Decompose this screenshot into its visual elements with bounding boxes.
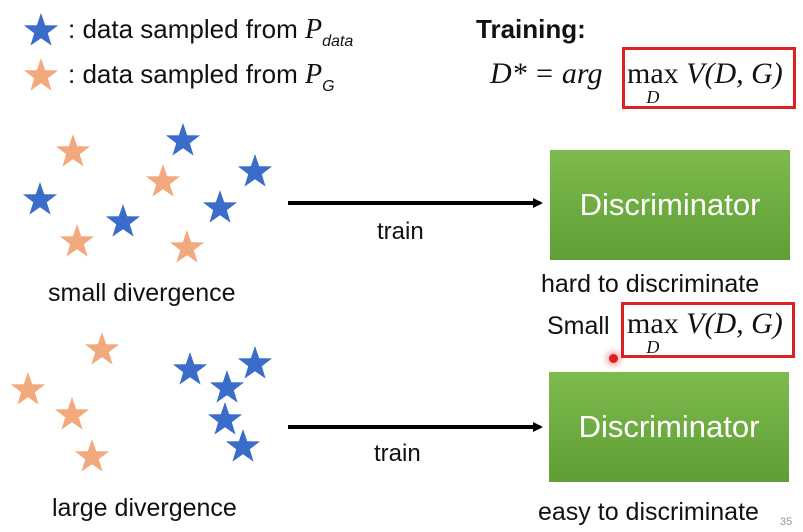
easy-to-discriminate-text: easy to discriminate [538,498,759,526]
orange-star-icon [10,372,46,405]
legend-orange: : data sampled from PG [68,59,335,95]
orange-star-icon [55,134,91,167]
top-train-label: train [377,218,424,245]
legend-blue: : data sampled from Pdata [68,14,354,50]
blue-star-icon [225,429,261,462]
discriminator-box-top: Discriminator [550,150,790,260]
large-divergence-star-cluster [10,332,273,472]
pointer-dot [609,354,618,363]
blue-star-icon [22,182,58,215]
training-formula-highlight [622,47,796,109]
blue-star-icon [209,370,245,403]
small-formula-highlight [621,302,795,358]
large-divergence-caption: large divergence [52,494,237,522]
legend-orange-star-icon [23,58,59,91]
blue-star-icon [172,352,208,385]
legend-blue-star-icon [23,13,59,46]
blue-star-icon [237,154,273,187]
hard-to-discriminate-text: hard to discriminate [541,270,760,298]
blue-star-icon [207,402,243,435]
blue-star-icon [202,190,238,223]
small-divergence-star-cluster [22,123,273,263]
discriminator-box-bottom: Discriminator [549,372,789,482]
training-heading: Training: [476,14,586,44]
orange-star-icon [59,224,95,257]
blue-star-icon [237,346,273,379]
blue-star-icon [165,123,201,156]
orange-star-icon [145,164,181,197]
orange-star-icon [169,230,205,263]
orange-star-icon [84,332,120,365]
small-divergence-caption: small divergence [48,279,236,307]
blue-star-icon [105,204,141,237]
slide-number: 35 [780,516,793,528]
orange-star-icon [74,439,110,472]
small-label: Small [547,312,610,340]
training-formula-lhs: D* = arg [490,57,603,90]
bottom-train-label: train [374,440,421,467]
orange-star-icon [54,397,90,430]
